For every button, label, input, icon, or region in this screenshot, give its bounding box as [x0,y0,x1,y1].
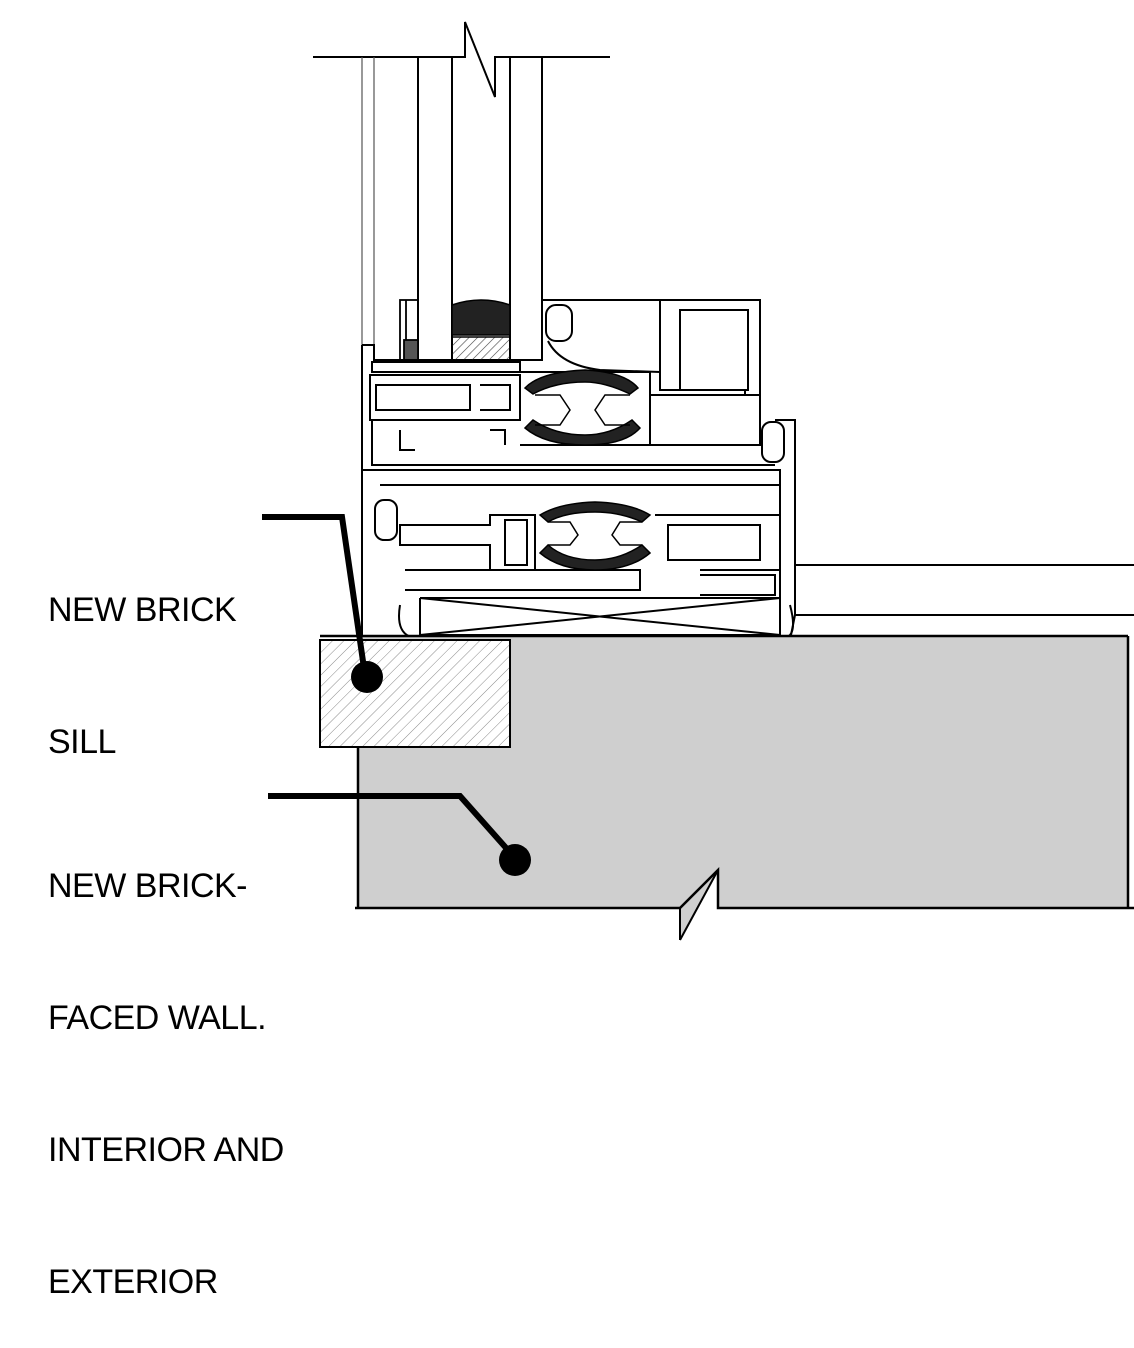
brick-sill-hatch [319,639,511,748]
exterior-sill-line [795,564,1134,616]
glazing-bead-left [399,299,419,361]
label-sill-line-1: NEW BRICK [48,591,237,629]
label-wall-line-4: EXTERIOR [48,1263,218,1301]
label-wall-line-1: NEW BRICK- [48,867,247,905]
sill-detail-drawing [262,21,1134,941]
jamb-lines [361,57,375,345]
leader-sill [262,514,383,693]
thermal-breaks [523,369,652,571]
label-new-brick-faced-wall: NEW BRICK- FACED WALL. INTERIOR AND EXTE… [48,776,284,1348]
label-sill-line-2: SILL [48,723,116,761]
top-break-line [313,21,610,98]
label-wall-line-2: FACED WALL. [48,999,267,1037]
label-new-brick-sill: NEW BRICK SILL [48,500,237,808]
spacer-gasket [451,299,511,336]
leader-wall [268,793,531,876]
setting-block [451,336,511,361]
label-wall-line-3: INTERIOR AND [48,1131,284,1169]
thermal-break-outlines [535,394,642,546]
frame-profile [362,419,796,641]
